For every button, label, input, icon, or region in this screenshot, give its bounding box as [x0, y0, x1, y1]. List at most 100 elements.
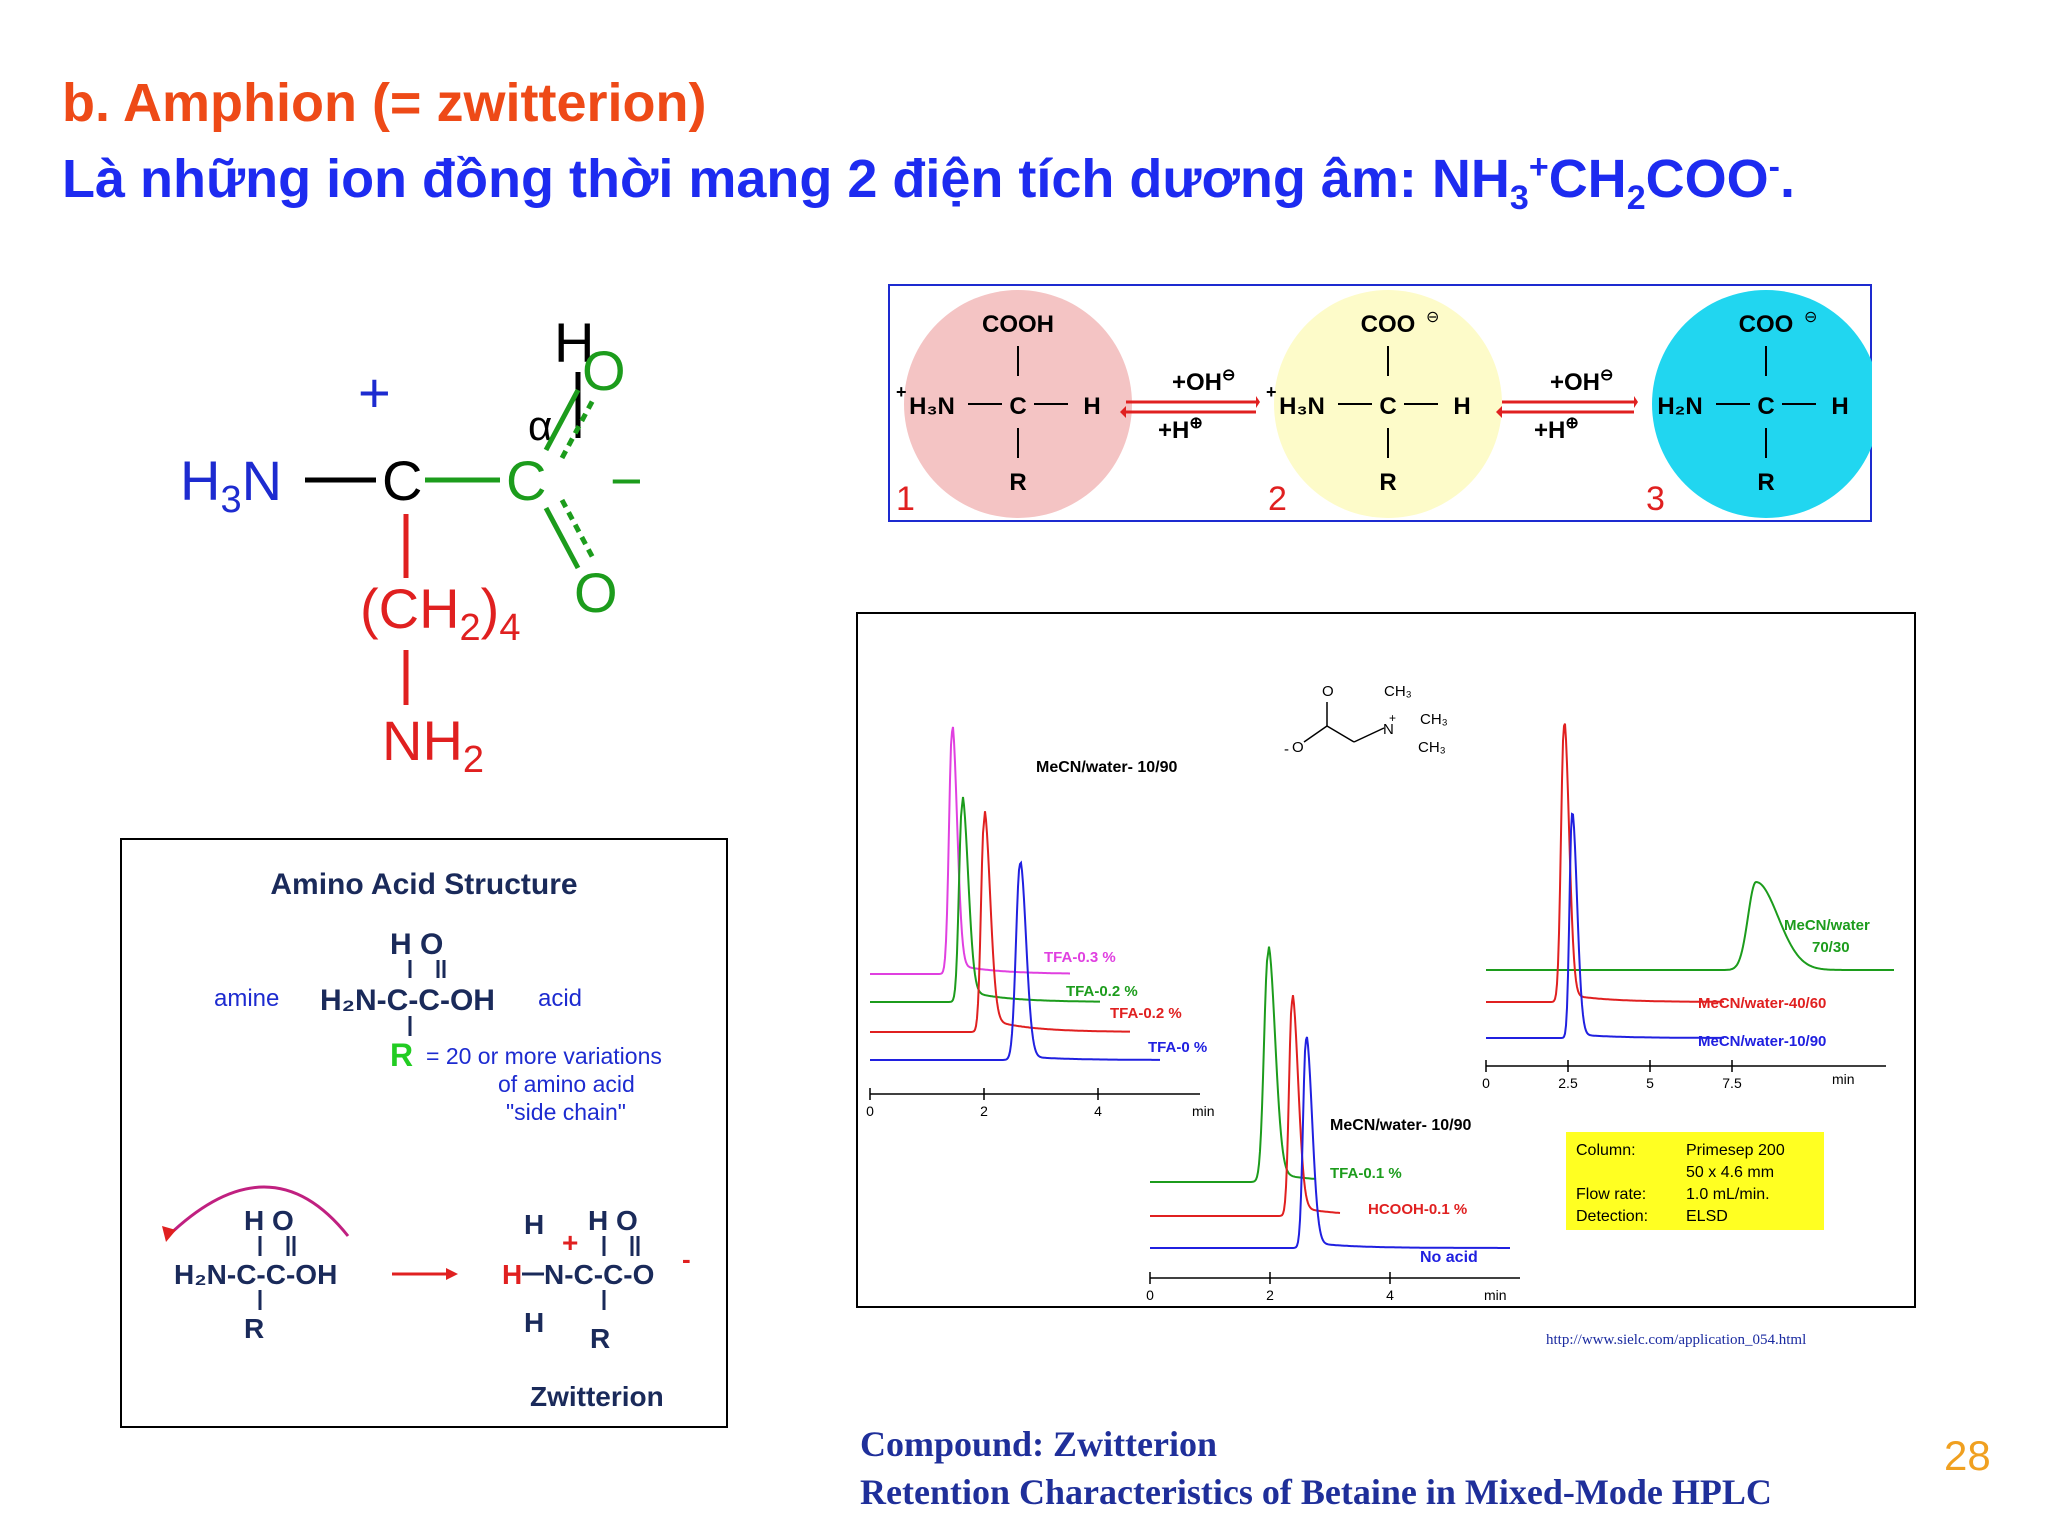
lysine-bond-o-top-dash: [559, 396, 597, 460]
panel2-title: MeCN/water- 10/90: [1330, 1117, 1471, 1134]
zw-h3: H: [524, 1307, 544, 1338]
species-2-charge: +: [1266, 382, 1277, 402]
lysine-c-alpha: C: [382, 449, 422, 512]
species-2-center: C: [1379, 393, 1396, 420]
lysine-sub3: 3: [220, 479, 241, 521]
panel3-label-3: MeCN/water-10/90: [1698, 1033, 1826, 1050]
betaine-structure: O - O N + CH₃ CH₃ CH₃: [1284, 683, 1448, 758]
lysine-ch: (CH: [360, 577, 460, 640]
conditions-key-3: Detection:: [1576, 1208, 1648, 1225]
subtitle-sub1: 3: [1509, 178, 1529, 217]
arrow1-forward-head: [1256, 396, 1260, 408]
arrow2-h: +H⊕: [1534, 415, 1579, 444]
zw-h1: H: [524, 1209, 544, 1240]
arrow2-oh-text: +OH: [1550, 369, 1600, 396]
subtitle-dot: .: [1779, 149, 1795, 209]
panel3-trace-0: [1486, 880, 1894, 971]
panel1-tick-label-1: 2: [980, 1103, 988, 1119]
subtitle-text: Là những ion đồng thời mang 2 điện tích …: [62, 149, 1510, 209]
panel2-tick-label-2: 4: [1386, 1287, 1394, 1303]
arrow1-oh-text: +OH: [1172, 369, 1222, 396]
arrow1-reverse-head: [1120, 406, 1126, 418]
lysine-h3: H: [180, 449, 220, 512]
lysine-nh-sub: 2: [463, 739, 484, 780]
lysine-close: ): [481, 577, 500, 640]
lysine-minus: −: [610, 449, 643, 512]
panel1-trace-2: [870, 811, 1130, 1033]
betaine-ch3-a: CH₃: [1384, 683, 1412, 700]
subtitle-end: COO: [1645, 149, 1769, 209]
zw-r: R: [590, 1323, 610, 1354]
zw-formula: N-C-C-O: [544, 1259, 654, 1290]
lysine-c-carboxyl: C: [506, 449, 546, 512]
source-url[interactable]: http://www.sielc.com/application_054.htm…: [1546, 1332, 1807, 1348]
species-3-number: 3: [1646, 480, 1665, 518]
arrow1-h-text: +H: [1158, 417, 1189, 444]
zw-h2: H: [502, 1259, 522, 1290]
betaine-o-top: O: [1322, 683, 1334, 700]
lysine-o-top: O: [582, 339, 626, 402]
panel1-title: MeCN/water- 10/90: [1036, 759, 1177, 776]
panel3-tick-label-0: 0: [1482, 1075, 1490, 1091]
betaine-plus: +: [1389, 711, 1396, 725]
lysine-bond-o-bottom-dash: [559, 498, 597, 562]
arrow2-forward-head: [1634, 396, 1638, 408]
panel2-unit: min: [1484, 1287, 1507, 1303]
panel1-unit: min: [1192, 1103, 1215, 1119]
amino-r-text-1: = 20 or more variations: [426, 1043, 662, 1069]
arrow1-oh-sym: ⊖: [1222, 367, 1235, 384]
lysine-ch2: (CH2)4: [360, 577, 520, 649]
amino-box-frame: [120, 838, 728, 1428]
arrow2-h-sym: ⊕: [1565, 415, 1578, 432]
amino-left-formula: H₂N-C-C-OH: [174, 1259, 337, 1290]
amino-box-title: Amino Acid Structure: [270, 868, 577, 901]
lysine-structure: H + α H3N C C O O − (CH2)4 NH2: [180, 311, 643, 780]
slide-heading: b. Amphion (= zwitterion): [62, 73, 707, 133]
amino-label-acid: acid: [538, 985, 582, 1012]
species-1-bottom: R: [1009, 469, 1026, 496]
panel3-label-1: 70/30: [1812, 939, 1850, 956]
page-number: 28: [1944, 1432, 1991, 1479]
subtitle-sub2: 2: [1626, 178, 1646, 217]
species-3-top: COO: [1739, 311, 1794, 338]
slide-subtitle: Là những ion đồng thời mang 2 điện tích …: [62, 148, 1795, 218]
arrow2-reverse-head: [1496, 406, 1502, 418]
zw-minus: -: [682, 1244, 691, 1274]
species-1-top: COOH: [982, 311, 1054, 338]
species-1-right: H: [1083, 393, 1100, 420]
panel2-label-0: TFA-0.1 %: [1330, 1165, 1402, 1182]
panel2-tick-label-0: 0: [1146, 1287, 1154, 1303]
betaine-ch3-b: CH₃: [1420, 711, 1448, 728]
conditions-value-0: Primesep 200: [1686, 1142, 1785, 1159]
amino-label-amine: amine: [214, 985, 279, 1012]
panel2-trace-2: [1150, 1036, 1510, 1249]
footer-line-2: Retention Characteristics of Betaine in …: [860, 1472, 1772, 1512]
amino-r-text-3: "side chain": [506, 1099, 626, 1125]
panel1-label-2: TFA-0.2 %: [1110, 1005, 1182, 1022]
subtitle-sup2: -: [1768, 148, 1780, 186]
arrow2-oh-sym: ⊖: [1600, 367, 1613, 384]
species-2-right: H: [1453, 393, 1470, 420]
zw-label: Zwitterion: [530, 1381, 664, 1412]
betaine-n: N: [1383, 721, 1394, 738]
species-3-minus: ⊖: [1804, 309, 1817, 326]
arrow1-oh: +OH⊖: [1172, 367, 1235, 396]
species-1-charge: +: [896, 382, 907, 402]
panel1-label-1: TFA-0.2 %: [1066, 983, 1138, 1000]
footer: Compound: Zwitterion Retention Character…: [860, 1420, 1772, 1516]
amino-ho-top: H O: [390, 928, 443, 961]
lysine-bond-o-bottom: [543, 506, 581, 570]
lysine-nh: NH: [382, 709, 463, 772]
lysine-sub2: 2: [460, 607, 481, 649]
lysine-h3n: H3N: [180, 449, 282, 521]
panel1-trace-1: [870, 796, 1100, 1003]
betaine-ch3-c: CH₃: [1418, 739, 1446, 756]
zw-ho: H O: [588, 1205, 638, 1236]
panel1-label-3: TFA-0 %: [1148, 1039, 1207, 1056]
panel2-label-2: No acid: [1420, 1249, 1478, 1266]
subtitle-sup1: +: [1528, 148, 1549, 186]
species-3-right: H: [1831, 393, 1848, 420]
